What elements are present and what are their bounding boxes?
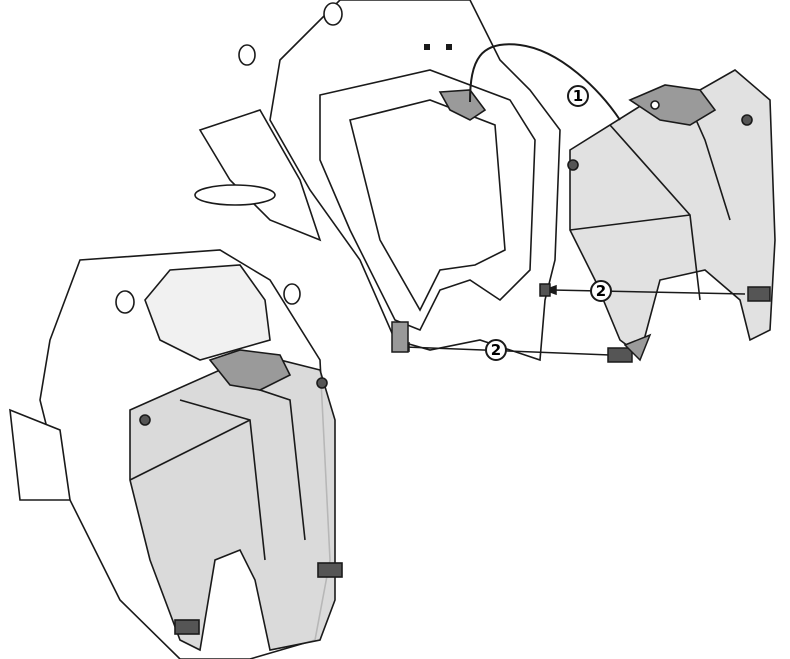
upper-fairing [194,0,561,362]
callout-step2-lower: 2 [485,339,507,361]
marker-square [424,44,430,50]
marker-square [446,44,452,50]
leader-step2-upper [539,283,771,302]
leader-step2-lower [391,321,652,363]
svg-text:2: 2 [491,341,501,359]
windshield-panel-installed [129,349,343,652]
windshield-panel-loose [567,69,776,357]
callout-step1: 1 [567,85,589,107]
svg-text:2: 2 [596,282,606,300]
svg-text:1: 1 [573,87,583,105]
leader-step1 [469,43,621,121]
callout-step2-upper: 2 [590,280,612,302]
